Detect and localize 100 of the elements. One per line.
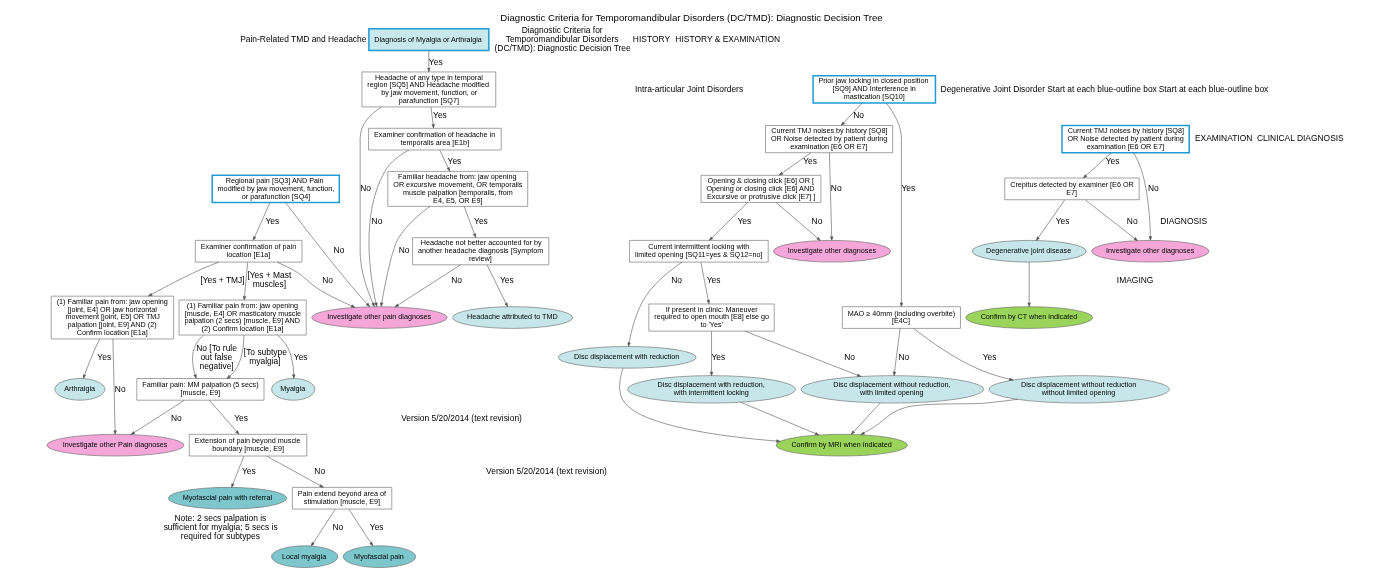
arrow — [775, 202, 821, 241]
diagram-title: Diagnostic Criteria for Temporomandibular Disorders (DC/TMD): Diagnostic Decision Tree — [499, 11, 883, 23]
arrow — [208, 399, 239, 435]
label: IMAGING — [1116, 274, 1153, 285]
arrow — [828, 152, 833, 241]
edge-label: [Yes + Mast muscles] — [246, 270, 291, 290]
edge-label: No — [450, 274, 462, 285]
edge-label: Yes — [265, 216, 279, 227]
arrow — [1082, 152, 1112, 179]
edge-label: Yes — [432, 110, 447, 121]
arrow — [1035, 199, 1065, 241]
arrow — [1084, 199, 1138, 241]
edge-label: No — [1126, 216, 1138, 227]
edge-label: Yes — [736, 216, 751, 227]
edge-label: Yes — [982, 351, 997, 362]
label: Intra-articular Joint Disorders — [634, 83, 743, 94]
edge-label: Yes — [1055, 216, 1069, 227]
edge-label: Yes — [1105, 156, 1119, 167]
edge-label: No [To rule out false negative] — [195, 342, 237, 371]
arrow — [276, 334, 295, 379]
edge-label: Yes — [369, 521, 384, 532]
edge-label: Yes — [293, 351, 308, 362]
edge-label: No — [830, 183, 842, 194]
edge-label: Yes — [96, 351, 111, 362]
edge-label: Yes — [447, 156, 461, 167]
label: Start at each blue-outline box — [1046, 83, 1157, 94]
edge-label: Yes — [241, 465, 256, 476]
edge-label: Yes — [706, 274, 720, 285]
arrow — [438, 149, 450, 172]
arrow — [709, 330, 713, 376]
edge-label: [Yes + TMJ] — [199, 274, 245, 285]
edge-label: No — [170, 412, 182, 423]
arrow — [242, 262, 248, 301]
arrow — [348, 509, 373, 547]
edge-label: No — [852, 110, 864, 121]
arrow — [859, 399, 1018, 436]
arrow — [284, 202, 370, 307]
arrow — [276, 261, 355, 308]
edge-label: Yes — [802, 156, 817, 167]
arrow — [885, 102, 903, 307]
label: Note: 2 secs palpation is sufficient for myalgia; 5 secs is required for subtypes — [163, 512, 278, 541]
arrow — [744, 330, 861, 377]
arrow — [266, 455, 324, 488]
arrow — [892, 328, 900, 376]
edge-label: No — [398, 245, 409, 256]
arrow — [463, 206, 476, 238]
arrow — [426, 50, 430, 73]
arrow — [147, 261, 219, 297]
arrow — [191, 334, 204, 379]
edge-label: Yes — [428, 56, 443, 67]
edge-label: No — [670, 274, 682, 285]
edge-label: Yes — [900, 183, 915, 194]
arrow — [700, 262, 710, 305]
arrow — [627, 261, 682, 347]
arrow — [359, 106, 382, 307]
arrow — [1132, 152, 1152, 241]
edge-label: No — [313, 465, 325, 476]
arrow — [1027, 262, 1031, 307]
label: DIAGNOSIS — [1159, 216, 1207, 227]
label: Start at each blue-outline box — [1158, 83, 1268, 94]
arrow — [252, 202, 270, 241]
edge-label: No — [331, 521, 343, 532]
label: EXAMINATION — [1194, 133, 1252, 144]
arrow — [368, 149, 409, 307]
arrow — [394, 264, 461, 308]
arrow — [912, 328, 1013, 381]
edge-label: Yes — [473, 216, 488, 227]
label: Version 5/20/2014 (text revision) — [485, 465, 607, 476]
arrow — [850, 402, 881, 435]
arrow — [379, 206, 430, 307]
edge-label: [To subtype myalgia] — [243, 347, 287, 367]
edge-label: No — [321, 274, 333, 285]
arrow — [708, 202, 748, 241]
label: HISTORY — [632, 33, 670, 44]
arrow — [486, 264, 508, 308]
edge-label: No — [843, 351, 855, 362]
edge-label: No — [811, 216, 822, 227]
arrow — [739, 401, 819, 436]
arrow — [310, 509, 335, 547]
arrow — [230, 455, 244, 488]
edge-label: Yes — [233, 412, 248, 423]
edge-label: Yes — [499, 274, 514, 285]
edge-label: Yes — [711, 351, 725, 362]
arrow — [226, 334, 244, 379]
arrow — [778, 152, 811, 176]
label: Diagnostic Criteria for Temporomandibular Disorders (DC/TMD): Diagnostic Decision Tree — [494, 24, 631, 53]
arrow — [840, 102, 862, 126]
arrow — [112, 338, 117, 435]
arrow — [618, 368, 780, 443]
edge-label: No — [359, 183, 371, 194]
label: HISTORY & EXAMINATION — [674, 33, 780, 44]
edge-label: No — [333, 245, 344, 256]
edge-label: No — [114, 383, 126, 394]
edge-label: No — [371, 216, 382, 227]
arrow — [130, 399, 185, 435]
edge-label: No — [1147, 183, 1159, 194]
label: CLINICAL DIAGNOSIS — [1256, 133, 1344, 144]
edge-label: No — [897, 351, 909, 362]
arrow — [82, 338, 100, 379]
arrow — [430, 106, 435, 129]
